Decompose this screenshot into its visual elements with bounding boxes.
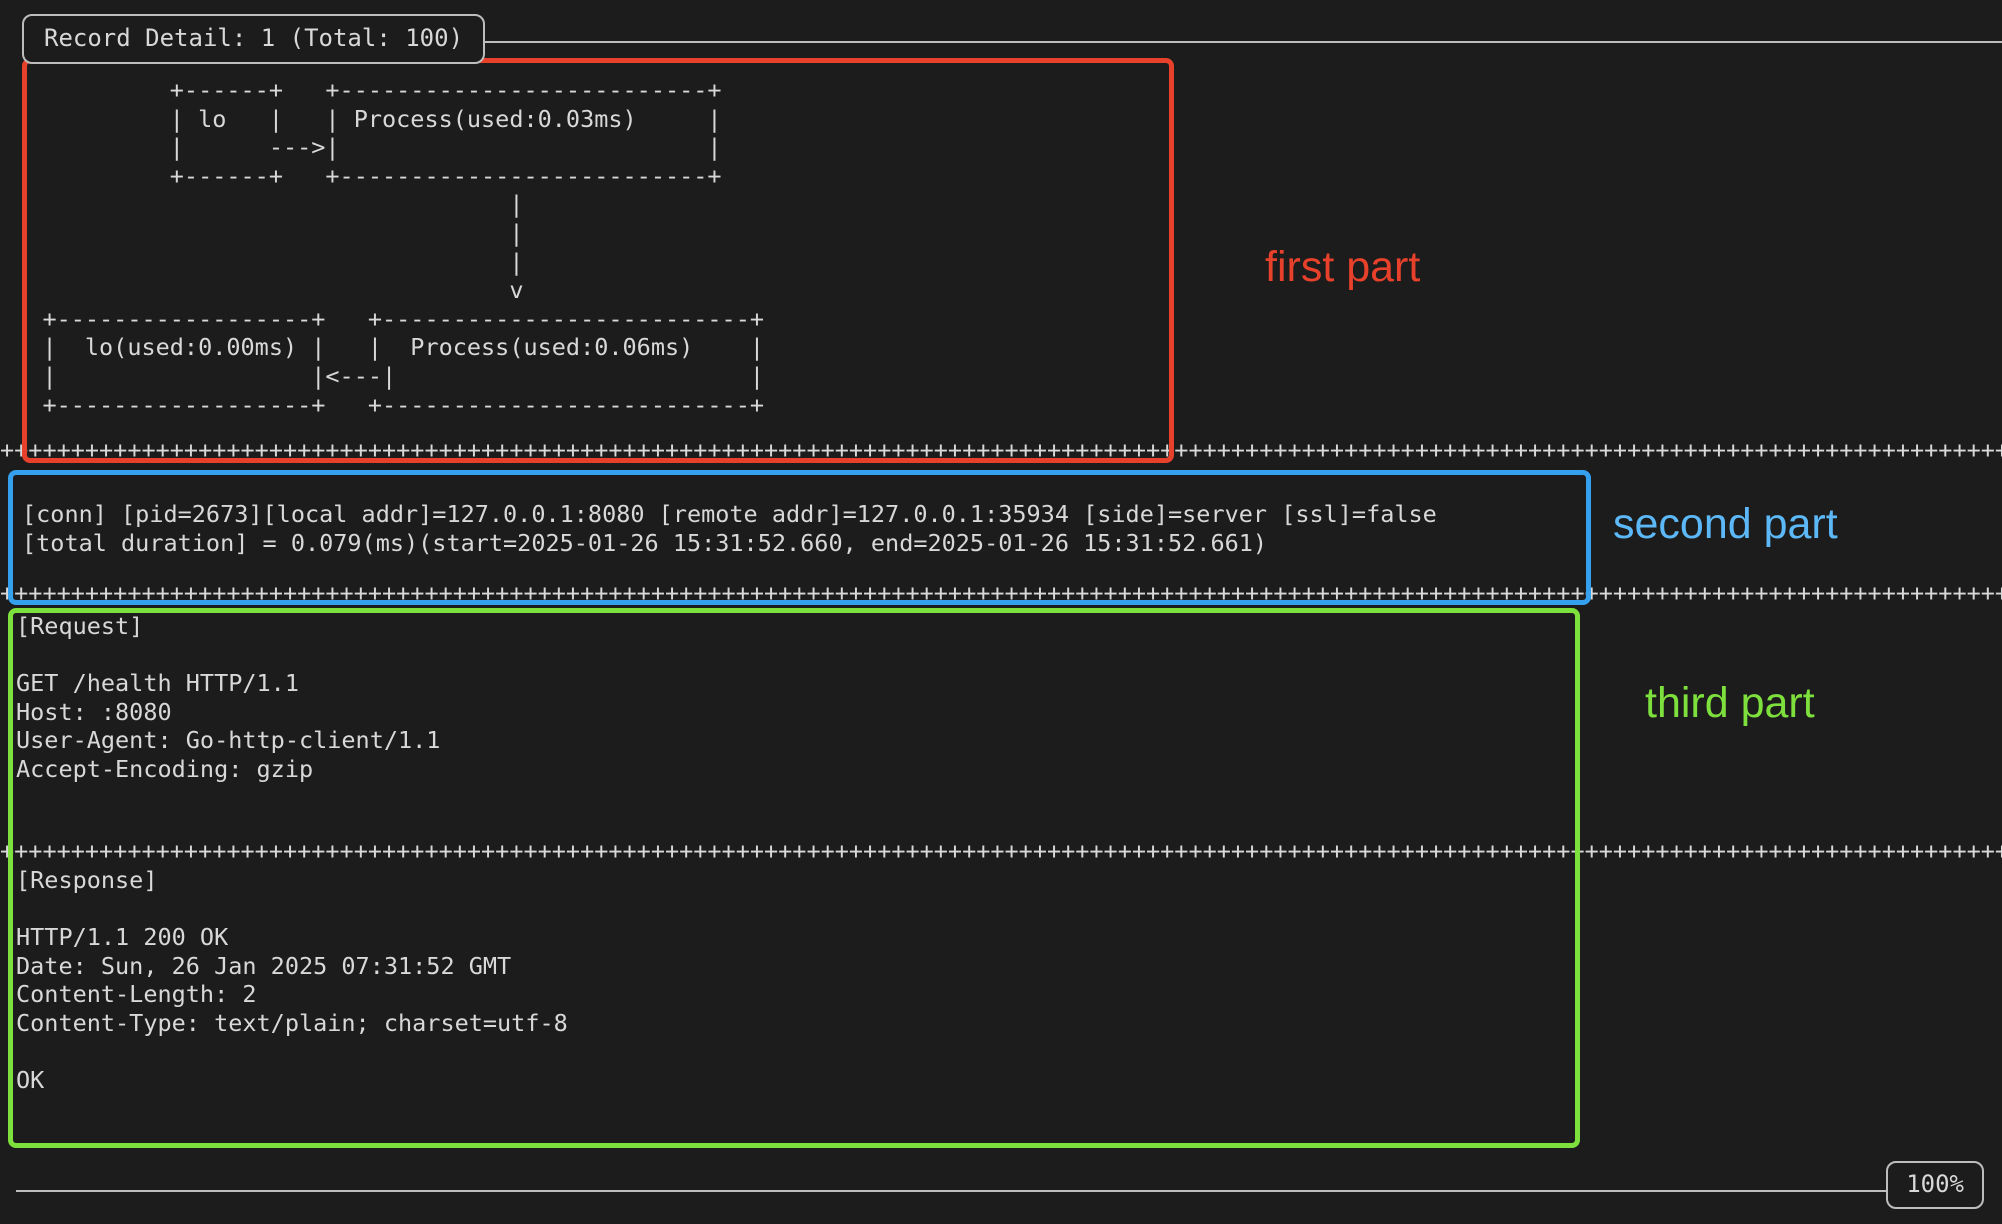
conn-line: [conn] [pid=2673][local addr]=127.0.0.1:… [22,500,1437,528]
request-heading: [Request] [16,612,144,640]
response-body: HTTP/1.1 200 OK Date: Sun, 26 Jan 2025 0… [16,923,568,1095]
connection-info-block: [conn] [pid=2673][local addr]=127.0.0.1:… [22,500,1437,558]
annotation-first-part: first part [1265,243,1421,291]
response-heading: [Response] [16,866,158,894]
separator-rule-middle: ++++++++++++++++++++++++++++++++++++++++… [0,580,2002,606]
separator-rule-text: ++++++++++++++++++++++++++++++++++++++++… [0,580,2002,606]
page-title: Record Detail: 1 (Total: 100) [44,24,464,52]
annotation-third-part: third part [1645,679,1815,727]
request-spacer [16,641,440,670]
http-response-block: [Response] HTTP/1.1 200 OK Date: Sun, 26… [16,866,568,1095]
separator-rule-text: ++++++++++++++++++++++++++++++++++++++++… [0,838,2002,864]
separator-rule-top: ++++++++++++++++++++++++++++++++++++++++… [0,437,2002,463]
footer-divider-line [16,1190,1900,1192]
total-duration-line: [total duration] = 0.079(ms)(start=2025-… [22,529,1268,557]
annotation-second-part: second part [1613,500,1838,548]
http-request-block: [Request] GET /health HTTP/1.1 Host: :80… [16,612,440,784]
separator-rule-response: ++++++++++++++++++++++++++++++++++++++++… [0,838,2002,864]
call-flow-ascii-diagram: +------+ +--------------------------+ | … [0,76,2002,419]
zoom-level-label: 100% [1906,1170,1964,1198]
request-body: GET /health HTTP/1.1 Host: :8080 User-Ag… [16,669,441,783]
response-spacer [16,895,568,924]
ascii-diagram-text: +------+ +--------------------------+ | … [42,76,765,419]
record-detail-title-chip: Record Detail: 1 (Total: 100) [22,14,486,64]
separator-rule-text: ++++++++++++++++++++++++++++++++++++++++… [0,437,2002,463]
zoom-level-chip[interactable]: 100% [1886,1161,1984,1209]
title-divider-line [440,41,2002,43]
